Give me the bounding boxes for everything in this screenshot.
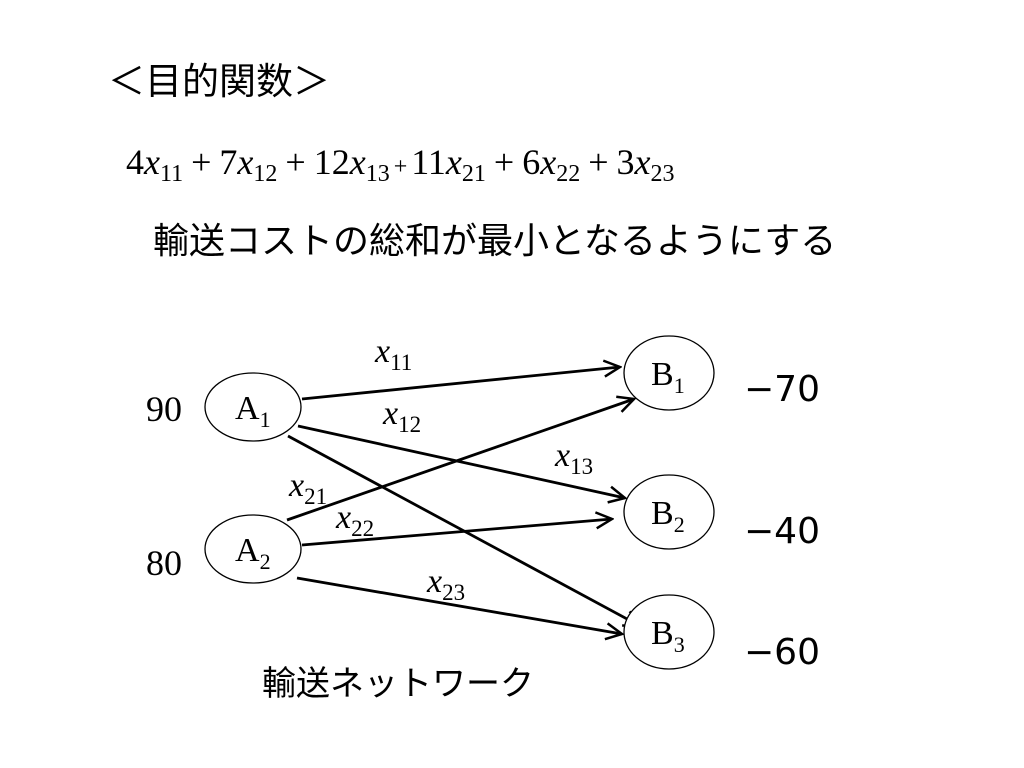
formula-term: 12x13 (313, 142, 390, 186)
formula-term: 7x12 (219, 142, 277, 186)
edge-label-variable: x (335, 499, 351, 536)
objective-formula: 4x11+7x12+12x13+11x21+6x22+3x23 (126, 140, 674, 189)
supply-A2: 80 (146, 543, 182, 583)
edge-label-subscript: 21 (304, 484, 327, 509)
network-title: 輸送ネットワーク (262, 664, 534, 704)
term-subscript: 11 (159, 161, 184, 187)
formula-operator: + (493, 142, 515, 182)
edge-label-variable: x (288, 467, 304, 504)
term-coefficient: 11 (411, 142, 446, 182)
formula-term: 4x11 (126, 142, 183, 186)
term-coefficient: 12 (313, 142, 350, 182)
edge-label-subscript: 11 (390, 350, 412, 375)
formula-operator: + (285, 142, 306, 182)
edge-label-A1-B3: x13 (554, 437, 593, 479)
edge-label-variable: x (554, 437, 570, 474)
node-ellipse (623, 594, 715, 670)
term-variable: x (445, 142, 462, 182)
edge-label-variable: x (382, 395, 398, 432)
edge-A1-B2 (297, 424, 625, 498)
edge-label-A2-B2: x22 (335, 499, 374, 541)
term-coefficient: 3 (616, 142, 635, 182)
term-coefficient: 7 (219, 142, 238, 182)
objective-description: 輸送コストの総和が最小となるようにする (153, 221, 837, 262)
node-letter: B (651, 495, 674, 532)
term-subscript: 13 (365, 161, 390, 187)
node-label: B3 (651, 615, 685, 657)
term-coefficient: 4 (126, 142, 144, 182)
edge-label-A2-B3: x23 (426, 563, 465, 605)
edge-label-subscript: 22 (351, 516, 374, 541)
sink-node-B2: B2 (623, 474, 715, 550)
node-letter: A (235, 532, 260, 569)
term-coefficient: 6 (522, 142, 541, 182)
term-subscript: 21 (461, 161, 486, 187)
formula-term: 3x23 (616, 142, 675, 186)
formula-term: 11x21 (411, 142, 486, 186)
formula-operator: + (393, 154, 408, 180)
objective-heading: ＜目的関数＞ (108, 60, 330, 103)
edge-A1-B1 (301, 367, 620, 401)
term-variable: x (634, 142, 651, 182)
sink-node-B3: B3 (623, 594, 715, 670)
term-variable: x (144, 142, 160, 182)
node-subscript: 1 (260, 407, 271, 432)
node-letter: B (651, 356, 674, 393)
edge-label-A1-B1: x11 (374, 333, 412, 375)
formula-operator: + (191, 142, 212, 182)
edge-label-subscript: 23 (442, 580, 465, 605)
node-subscript: 3 (674, 632, 685, 657)
edge-label-A2-B1: x21 (288, 467, 327, 509)
edge-label-A1-B2: x12 (382, 395, 421, 437)
node-letter: A (235, 390, 260, 427)
source-node-A1: A1 (204, 372, 302, 442)
node-ellipse (623, 335, 715, 411)
edge-A2-B3 (296, 576, 622, 634)
node-subscript: 1 (674, 373, 685, 398)
demand-B1: −70 (744, 369, 820, 410)
term-variable: x (540, 142, 557, 182)
edge-A2-B2 (301, 519, 612, 547)
edge-label-subscript: 12 (398, 412, 421, 437)
edge-label-subscript: 13 (570, 454, 593, 479)
edge-A2-B1 (286, 399, 634, 522)
formula-term: 6x22 (522, 142, 580, 186)
node-ellipse (204, 372, 302, 442)
node-ellipse (623, 474, 715, 550)
demand-B3: −60 (744, 632, 820, 673)
node-label: A2 (235, 532, 271, 574)
node-ellipse (204, 514, 302, 584)
edge-label-variable: x (374, 333, 390, 370)
node-subscript: 2 (674, 512, 685, 537)
term-variable: x (237, 142, 254, 182)
source-node-A2: A2 (204, 514, 302, 584)
node-label: B2 (651, 495, 685, 537)
term-subscript: 22 (556, 161, 581, 187)
sink-node-B1: B1 (623, 335, 715, 411)
node-subscript: 2 (260, 549, 271, 574)
formula-operator: + (588, 142, 609, 182)
supply-A1: 90 (146, 389, 182, 429)
node-label: B1 (651, 356, 685, 398)
term-variable: x (349, 142, 366, 182)
term-subscript: 12 (253, 161, 278, 187)
edge-label-variable: x (426, 563, 442, 600)
term-subscript: 23 (650, 161, 675, 187)
node-letter: B (651, 615, 674, 652)
node-label: A1 (235, 390, 271, 432)
demand-B2: −40 (744, 511, 820, 552)
